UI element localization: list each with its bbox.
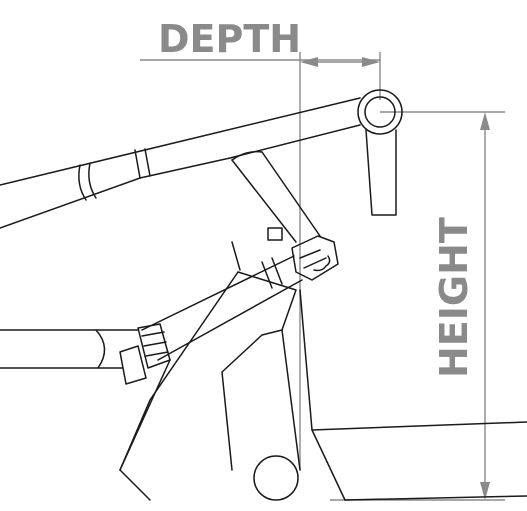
strut-top-cap bbox=[231, 150, 263, 161]
pivot-inner-ring bbox=[364, 96, 396, 128]
depth-label: DEPTH bbox=[158, 17, 301, 61]
clamp-detail-1 bbox=[299, 249, 321, 259]
upright-right-edge bbox=[237, 271, 301, 471]
left-coupling-foot bbox=[119, 345, 147, 385]
bottom-wheel bbox=[253, 455, 299, 501]
depth-arrow-left bbox=[300, 57, 318, 67]
upright-inner-left-edge bbox=[221, 334, 263, 471]
left-coupling-ring-2 bbox=[143, 341, 167, 347]
clamp-body bbox=[291, 235, 339, 281]
upright-left-foot bbox=[119, 469, 151, 501]
clamp-detail-2 bbox=[303, 257, 327, 269]
top-tube-joint-left bbox=[78, 164, 87, 201]
top-tube-seam-2 bbox=[144, 148, 151, 177]
upright-outer-right-edge bbox=[299, 289, 346, 501]
top-tube-upper-edge bbox=[0, 97, 361, 186]
upright-left-edge bbox=[119, 271, 239, 471]
top-tube-lower-edge bbox=[0, 124, 361, 229]
base-rail-lower bbox=[344, 495, 527, 501]
frame-lines bbox=[0, 89, 527, 501]
left-coupling-body bbox=[137, 323, 171, 369]
top-tube-seam bbox=[134, 149, 141, 179]
small-fixture-block bbox=[267, 227, 283, 241]
lower-arm-upper-edge bbox=[141, 255, 295, 331]
left-tube-end-curve bbox=[95, 329, 106, 369]
dimension-arrows bbox=[300, 57, 490, 500]
height-label: HEIGHT bbox=[432, 217, 476, 378]
small-fixture-rod bbox=[231, 241, 241, 271]
base-rail-upper bbox=[311, 421, 527, 431]
clamp-knob bbox=[313, 255, 331, 272]
lower-arm-band-1 bbox=[261, 261, 273, 289]
strut-right-edge bbox=[261, 151, 321, 237]
pivot-hanging-arm bbox=[365, 129, 397, 216]
pivot-outer-ring bbox=[357, 89, 403, 135]
left-coupling-ring-3 bbox=[145, 351, 169, 357]
depth-arrow-right bbox=[362, 57, 380, 67]
upright-left-inner-edge bbox=[119, 359, 171, 471]
height-arrow-bottom bbox=[480, 482, 490, 500]
upright-inner-top bbox=[261, 329, 283, 336]
lower-arm-lower-edge bbox=[157, 279, 303, 361]
lower-arm-band-2 bbox=[271, 257, 283, 285]
top-tube-joint-right bbox=[88, 162, 97, 199]
strut-left-edge bbox=[231, 159, 297, 243]
left-coupling-ring-1 bbox=[141, 331, 165, 337]
height-arrow-top bbox=[480, 112, 490, 130]
